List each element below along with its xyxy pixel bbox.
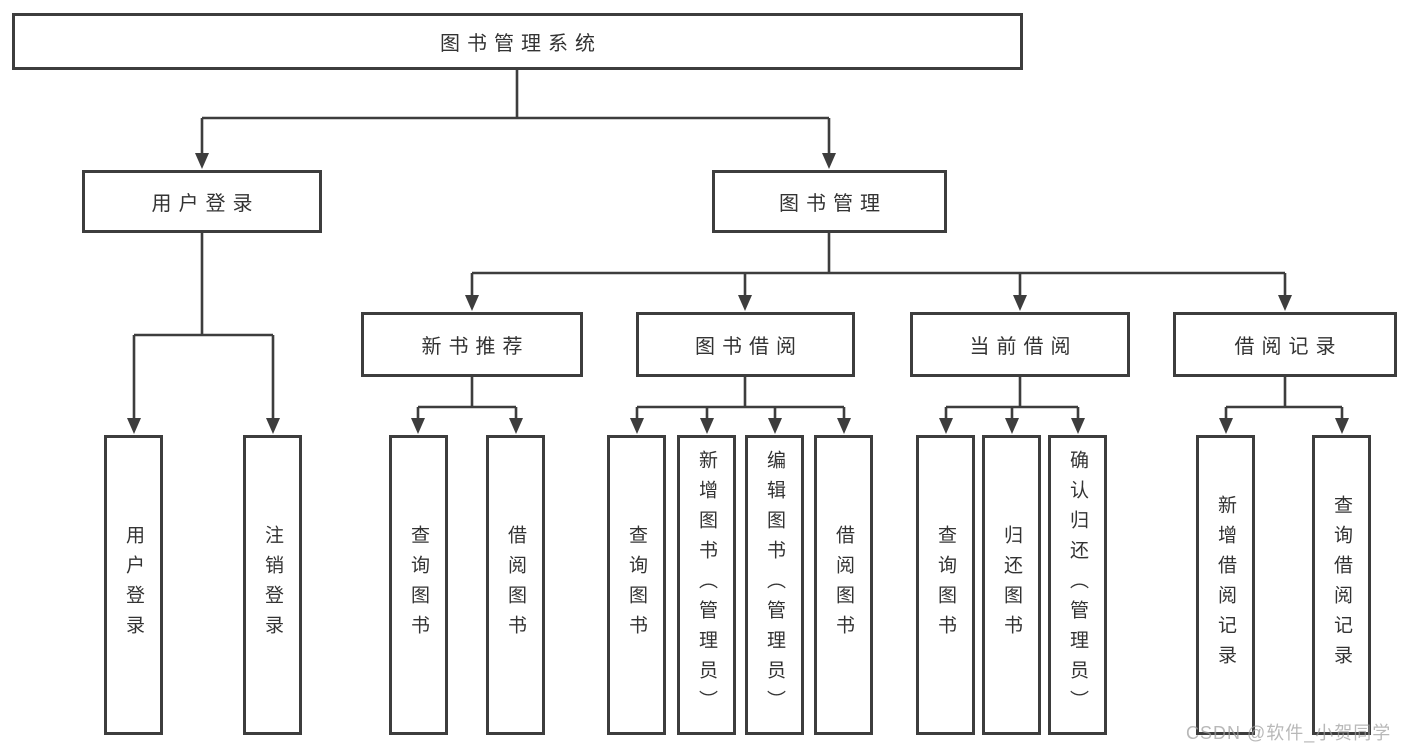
leaf-add-book-admin: 新增图书（管理员）: [677, 435, 736, 735]
leaf-return-books: 归还图书: [982, 435, 1041, 735]
arrow-down-icon: [1005, 418, 1019, 434]
arrow-down-icon: [700, 418, 714, 434]
node-new-book-recommendation: 新书推荐: [361, 312, 583, 377]
arrow-down-icon: [939, 418, 953, 434]
node-label: 注销登录: [262, 525, 283, 645]
node-label: 图书借阅: [695, 336, 803, 358]
leaf-query-books: 查询图书: [916, 435, 975, 735]
arrow-down-icon: [195, 153, 209, 169]
node-label: 用户登录: [123, 525, 144, 645]
node-book-borrowing: 图书借阅: [636, 312, 855, 377]
node-label: 当前借阅: [969, 336, 1078, 358]
node-label: 新增图书（管理员）: [696, 450, 717, 720]
node-label: 借阅记录: [1234, 336, 1343, 358]
leaf-query-borrow-record: 查询借阅记录: [1312, 435, 1371, 735]
node-label: 归还图书: [1001, 525, 1022, 645]
node-label: 查询借阅记录: [1331, 495, 1352, 675]
leaf-borrow-books: 借阅图书: [814, 435, 873, 735]
leaf-add-borrow-record: 新增借阅记录: [1196, 435, 1255, 735]
arrow-down-icon: [837, 418, 851, 434]
leaf-borrow-books: 借阅图书: [486, 435, 545, 735]
connector-stems: [132, 70, 1344, 420]
arrow-down-icon: [822, 153, 836, 169]
arrow-down-icon: [465, 295, 479, 311]
node-label: 图书管理系统: [440, 33, 602, 55]
node-label: 新增借阅记录: [1215, 495, 1236, 675]
leaf-logout-login: 注销登录: [243, 435, 302, 735]
node-label: 确认归还（管理员）: [1067, 450, 1088, 720]
arrow-down-icon: [1013, 295, 1027, 311]
node-borrowing-records: 借阅记录: [1173, 312, 1397, 377]
node-book-management: 图书管理: [712, 170, 947, 233]
node-label: 图书管理: [779, 193, 887, 215]
arrow-down-icon: [509, 418, 523, 434]
arrow-down-icon: [768, 418, 782, 434]
arrow-down-icon: [1278, 295, 1292, 311]
arrow-down-icon: [630, 418, 644, 434]
node-user-login: 用户登录: [82, 170, 322, 233]
node-label: 新书推荐: [421, 336, 530, 358]
arrowheads: [127, 153, 1349, 434]
node-label: 借阅图书: [833, 525, 854, 645]
node-label: 查询图书: [626, 525, 647, 645]
arrow-down-icon: [1219, 418, 1233, 434]
node-label: 用户登录: [151, 193, 260, 215]
node-label: 编辑图书（管理员）: [764, 450, 785, 720]
node-label: 查询图书: [935, 525, 956, 645]
arrow-down-icon: [738, 295, 752, 311]
watermark: CSDN @软件_小贺同学: [1186, 723, 1392, 743]
leaf-confirm-return-admin: 确认归还（管理员）: [1048, 435, 1107, 735]
node-label: 查询图书: [408, 525, 429, 645]
arrow-down-icon: [266, 418, 280, 434]
node-library-management-system: 图书管理系统: [12, 13, 1023, 70]
leaf-user-login: 用户登录: [104, 435, 163, 735]
arrow-down-icon: [411, 418, 425, 434]
leaf-edit-book-admin: 编辑图书（管理员）: [745, 435, 804, 735]
node-current-borrowing: 当前借阅: [910, 312, 1130, 377]
leaf-query-books: 查询图书: [389, 435, 448, 735]
arrow-down-icon: [127, 418, 141, 434]
node-label: 借阅图书: [505, 525, 526, 645]
arrow-down-icon: [1335, 418, 1349, 434]
arrow-down-icon: [1071, 418, 1085, 434]
leaf-query-books: 查询图书: [607, 435, 666, 735]
